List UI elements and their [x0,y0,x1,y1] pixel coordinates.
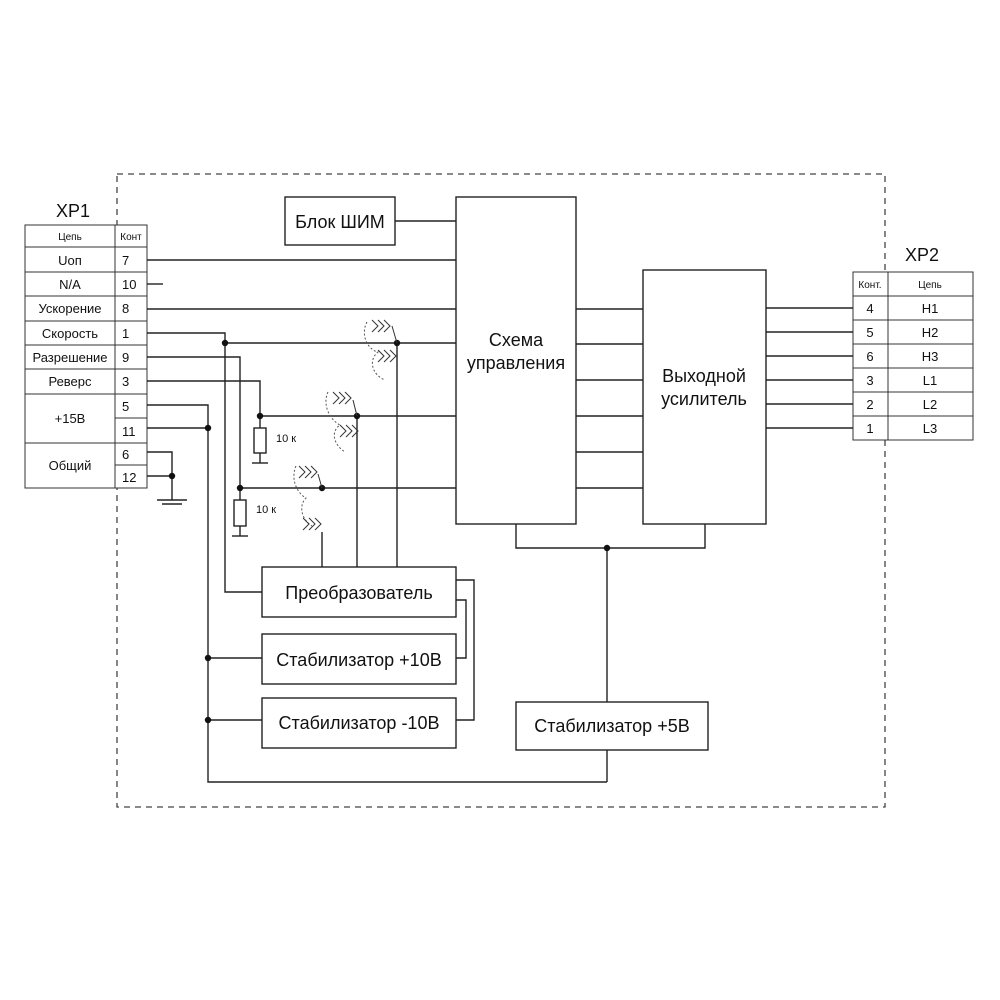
relay-contact-1 [363,319,398,381]
xp2-circuit-l2: L2 [923,397,937,412]
xp2-circuit-h1: H1 [922,301,939,316]
xp2-header-circuit: Цепь [918,280,942,291]
xp1-circuit-plus15: +15В [55,411,86,426]
xp1-title: XP1 [56,201,90,221]
xp1-circuit-acceleration: Ускорение [38,301,101,316]
block-stabilizer-minus10-label: Стабилизатор -10В [279,713,440,733]
xp1-circuit-speed: Скорость [42,326,98,341]
resistor-r2-label: 10 к [256,504,276,516]
block-stabilizer-plus10-label: Стабилизатор +10В [276,650,441,670]
xp2-contact-5: 5 [866,325,873,340]
block-converter-label: Преобразователь [285,583,432,603]
resistor-r2: 10 к [233,499,276,527]
resistor-r1: 10 к [253,427,296,454]
xp2-circuit-l1: L1 [923,373,937,388]
xp2-connector: XP2 Конт. Цепь 4 H1 5 H2 6 H3 3 L1 2 L2 … [852,245,974,441]
xp2-contact-2: 2 [866,397,873,412]
resistor-r1-label: 10 к [276,433,296,445]
wiring [147,220,853,783]
block-stabilizer-plus5: Стабилизатор +5В [515,701,709,751]
xp2-contact-4: 4 [866,301,873,316]
relay-contact-2 [325,391,359,453]
block-control: Схема управления [455,196,577,525]
xp1-circuit-uop: Uоп [58,253,82,268]
xp2-contact-1: 1 [866,421,873,436]
xp1-circuit-common: Общий [49,458,92,473]
xp1-contact-6: 6 [122,447,129,462]
block-amplifier-label-line1: Выходной [662,366,746,386]
block-control-label-line2: управления [467,353,565,373]
xp2-header-contact: Конт. [858,280,881,291]
xp1-contact-5: 5 [122,399,129,414]
xp1-connector: XP1 Цепь Конт Uоп 7 N/A 10 Ускорение 8 С… [24,201,148,489]
xp2-circuit-h3: H3 [922,349,939,364]
xp2-circuit-l3: L3 [923,421,937,436]
xp1-contact-11: 11 [122,424,136,439]
xp2-circuit-h2: H2 [922,325,939,340]
xp1-circuit-enable: Разрешение [32,350,107,365]
block-converter: Преобразователь [261,566,457,618]
xp1-header-contact: Конт [120,232,142,243]
junction-dots [168,339,611,724]
block-amplifier-label-line2: усилитель [661,389,747,409]
block-pwm: Блок ШИМ [284,196,396,246]
block-amplifier: Выходной усилитель [642,269,767,525]
block-stabilizer-plus10: Стабилизатор +10В [261,633,457,685]
xp2-contact-3: 3 [866,373,873,388]
xp1-contact-9: 9 [122,350,129,365]
xp1-contact-7: 7 [122,253,129,268]
xp2-contact-6: 6 [866,349,873,364]
xp1-circuit-na: N/A [59,277,81,292]
relay-contacts [293,319,398,531]
xp1-contact-12: 12 [122,470,136,485]
xp1-circuit-reverse: Реверс [48,374,92,389]
xp2-title: XP2 [905,245,939,265]
block-control-label-line1: Схема [489,330,544,350]
block-stabilizer-minus10: Стабилизатор -10В [261,697,457,749]
xp1-contact-8: 8 [122,301,129,316]
xp1-contact-10: 10 [122,277,136,292]
xp1-header-circuit: Цепь [58,232,82,243]
relay-contact-3 [293,465,323,531]
device-boundary [116,173,886,808]
block-stabilizer-plus5-label: Стабилизатор +5В [534,716,689,736]
xp1-contact-1: 1 [122,326,129,341]
xp1-contact-3: 3 [122,374,129,389]
block-pwm-label: Блок ШИМ [295,212,385,232]
